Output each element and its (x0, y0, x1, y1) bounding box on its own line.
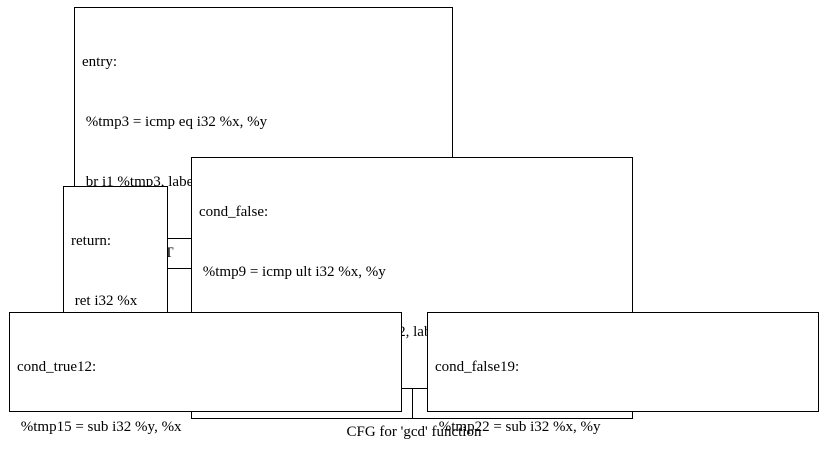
node-cond-true12-line-1: %tmp15 = sub i32 %y, %x (17, 418, 182, 435)
node-cond-false-line-0: cond_false: (199, 203, 269, 220)
node-entry-line-0: entry: (82, 53, 117, 70)
node-entry-line-1: %tmp3 = icmp eq i32 %x, %y (82, 113, 268, 130)
node-return-body: return: ret i32 %x (64, 187, 167, 358)
node-cond-false19[interactable]: cond_false19: %tmp22 = sub i32 %x, %y %t… (427, 312, 819, 435)
node-return-line-0: return: (71, 232, 111, 249)
node-cond-false19-line-1: %tmp22 = sub i32 %x, %y (435, 418, 601, 435)
node-cond-false-line-1: %tmp9 = icmp ult i32 %x, %y (199, 263, 386, 280)
node-return-line-1: ret i32 %x (71, 292, 138, 309)
node-cond-true12-body: cond_true12: %tmp15 = sub i32 %y, %x %tm… (10, 313, 401, 452)
node-cond-true12-line-0: cond_true12: (17, 358, 97, 375)
node-cond-false19-body: cond_false19: %tmp22 = sub i32 %x, %y %t… (428, 313, 818, 452)
diagram-caption: CFG for 'gcd' function (346, 424, 482, 440)
node-cond-false19-line-0: cond_false19: (435, 358, 520, 375)
node-entry-port-true[interactable]: T (164, 245, 174, 262)
node-cond-true12[interactable]: cond_true12: %tmp15 = sub i32 %y, %x %tm… (9, 312, 402, 435)
